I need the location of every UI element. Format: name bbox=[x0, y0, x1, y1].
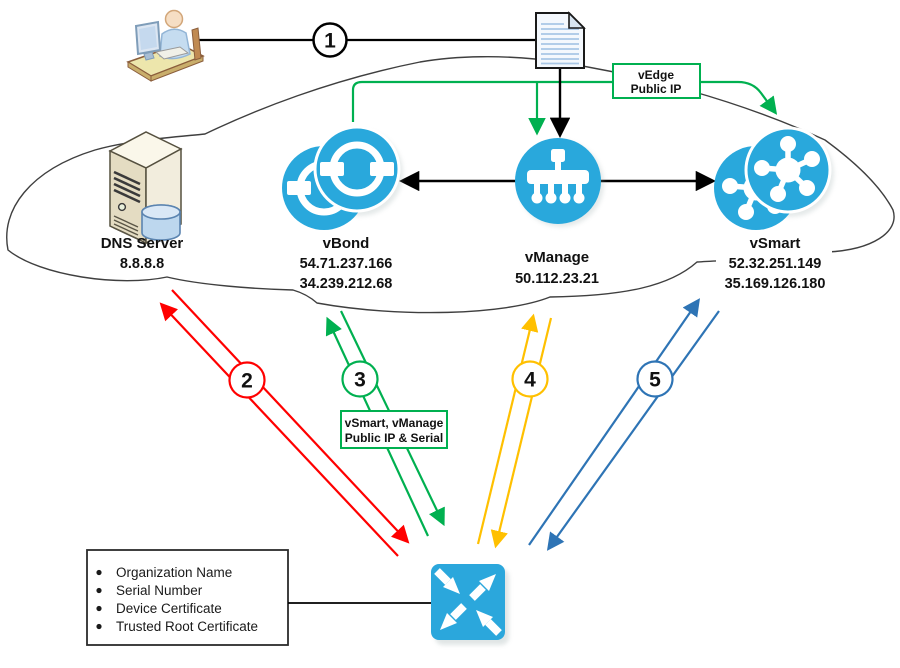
step4-badge: 4 bbox=[511, 360, 549, 398]
vsmart-label-backing bbox=[716, 250, 832, 294]
step5-badge: 5 bbox=[636, 360, 674, 398]
step1-number: 1 bbox=[324, 30, 336, 53]
person-at-computer-icon bbox=[126, 9, 205, 82]
vmanage-ip: 50.112.23.21 bbox=[515, 271, 599, 287]
step3-number: 3 bbox=[354, 369, 366, 392]
database-cylinder-icon bbox=[141, 204, 181, 241]
step4-arrow-pair bbox=[476, 313, 553, 549]
step2-number: 2 bbox=[241, 370, 253, 393]
device-info-item: Serial Number bbox=[116, 583, 203, 598]
device-info-box: Organization Name Serial Number Device C… bbox=[86, 549, 289, 646]
step5-number: 5 bbox=[649, 369, 661, 392]
step2-arrow-pair bbox=[159, 289, 410, 557]
step1-badge: 1 bbox=[312, 22, 348, 58]
vsmart-ip2: 35.169.126.180 bbox=[725, 276, 826, 292]
device-info-item: Organization Name bbox=[116, 565, 232, 580]
vbond-ip1: 54.71.237.166 bbox=[300, 256, 393, 272]
device-info-item: Device Certificate bbox=[116, 601, 222, 616]
vedge-callout-line1: vEdge bbox=[638, 68, 674, 82]
serial-exchange-callout: vSmart, vManage Public IP & Serial bbox=[340, 410, 448, 449]
step2-badge: 2 bbox=[228, 361, 266, 399]
serial-callout-line2: Public IP & Serial bbox=[345, 431, 443, 445]
step5-arrow-pair bbox=[528, 298, 720, 551]
vedge-callout-line2: Public IP bbox=[631, 82, 682, 96]
dns-label: DNS Server bbox=[101, 235, 184, 252]
vedge-public-ip-callout: vEdge Public IP bbox=[612, 63, 701, 99]
vsmart-label: vSmart bbox=[750, 235, 801, 252]
dns-server-node: DNS Server 8.8.8.8 bbox=[101, 131, 184, 272]
vsmart-node: vSmart 52.32.251.149 35.169.126.180 bbox=[714, 126, 834, 294]
device-info-item: Trusted Root Certificate bbox=[116, 619, 258, 634]
vedge-ip-distribution-line bbox=[351, 80, 778, 122]
vbond-orchestrator-icon bbox=[282, 125, 401, 230]
vbond-node: vBond 54.71.237.166 34.239.212.68 bbox=[282, 125, 403, 292]
vbond-label: vBond bbox=[323, 235, 370, 252]
vsmart-controller-icon bbox=[714, 126, 832, 230]
server-tower-icon bbox=[108, 131, 183, 245]
step4-number: 4 bbox=[524, 369, 536, 392]
vmanage-node: vManage 50.112.23.21 bbox=[515, 138, 604, 287]
dns-ip: 8.8.8.8 bbox=[120, 256, 164, 272]
document-icon bbox=[535, 11, 586, 69]
serial-callout-line1: vSmart, vManage bbox=[345, 416, 444, 430]
vsmart-ip1: 52.32.251.149 bbox=[729, 256, 822, 272]
vmanage-label: vManage bbox=[525, 249, 589, 266]
vedge-router-icon bbox=[431, 564, 509, 645]
vmanage-nms-icon bbox=[515, 138, 601, 224]
step3-badge: 3 bbox=[341, 360, 379, 398]
vbond-ip2: 34.239.212.68 bbox=[300, 276, 393, 292]
